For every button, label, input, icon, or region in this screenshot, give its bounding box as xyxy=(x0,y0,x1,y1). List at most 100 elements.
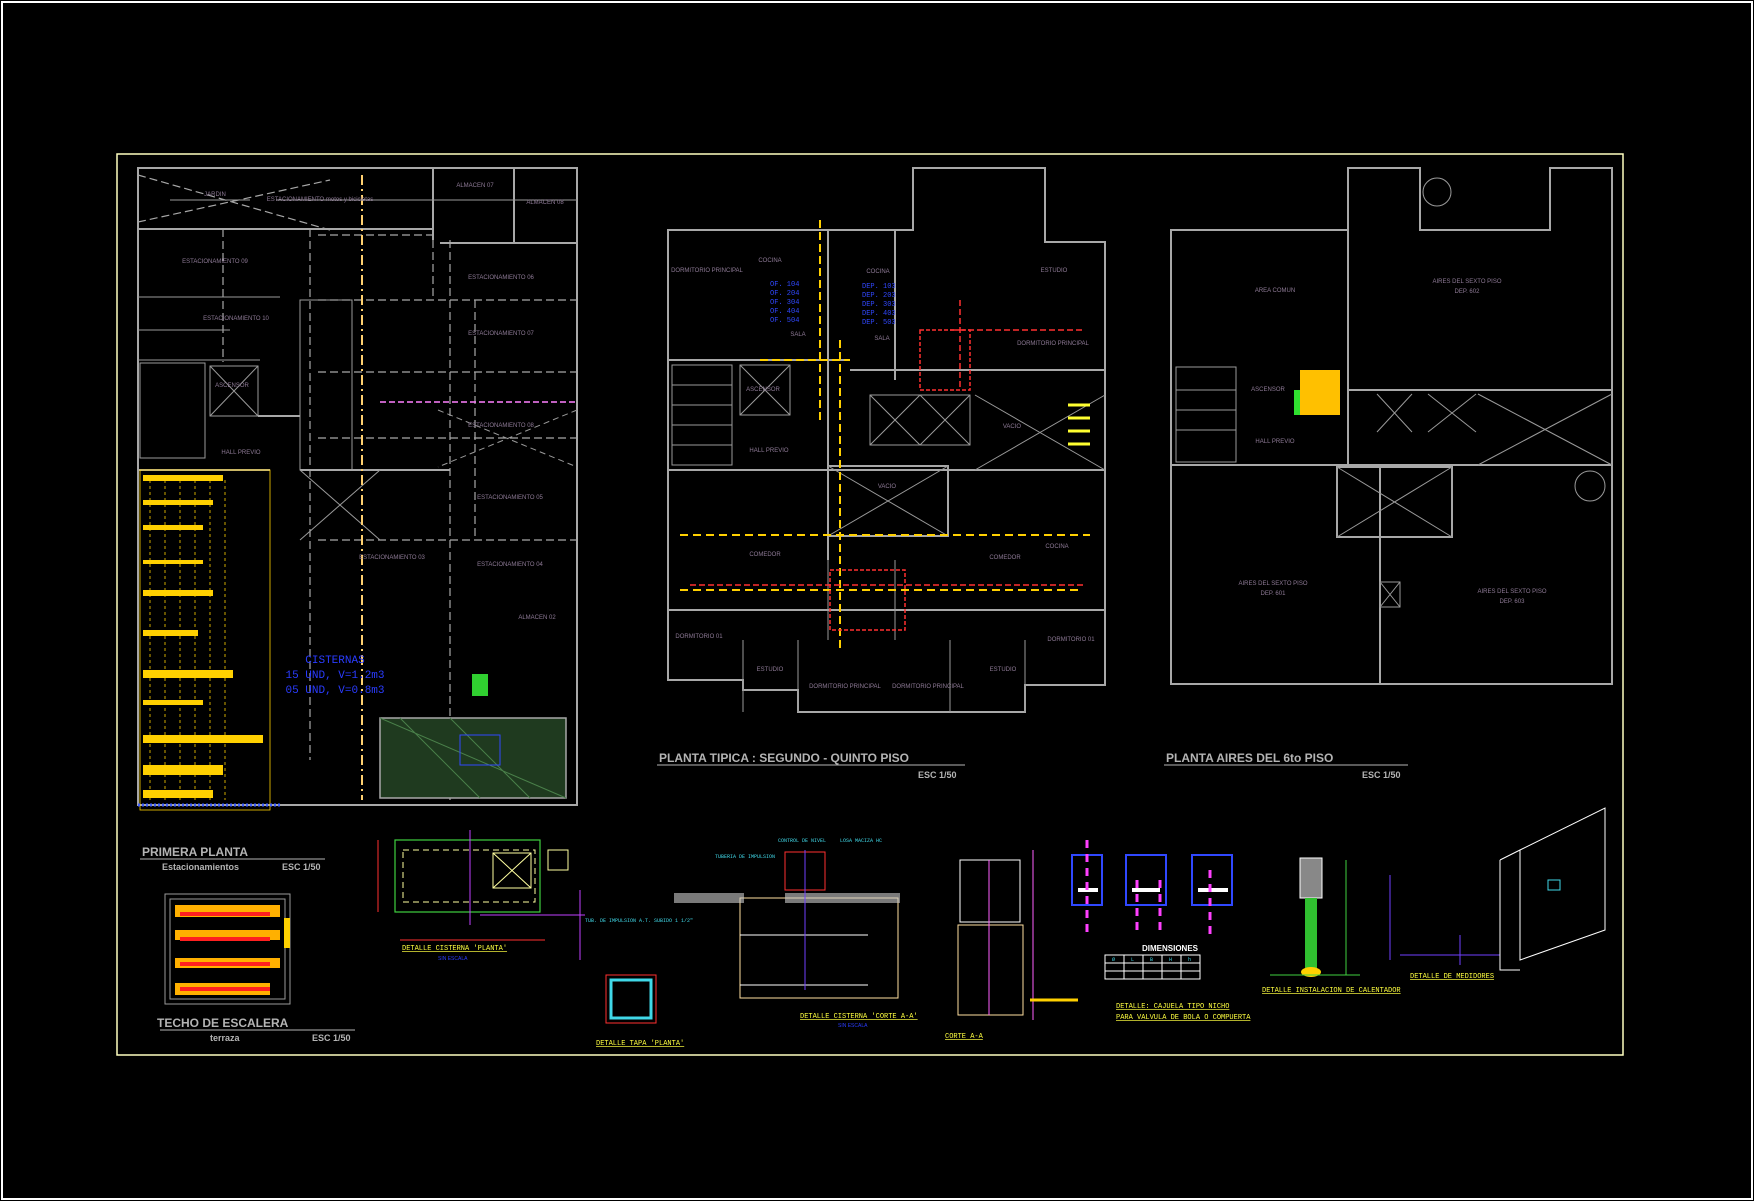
room-label: AIRES DEL SEXTO PISO xyxy=(1238,581,1307,587)
unit-label: OF. 304 xyxy=(770,299,799,307)
detail-title: DETALLE TAPA 'PLANTA' xyxy=(596,1040,684,1048)
scale-note: SIN ESCALA xyxy=(838,1023,868,1029)
room-label: ESTACIONAMIENTO 04 xyxy=(477,562,543,568)
cisternas-label: 15 UND, V=1.2m3 xyxy=(285,670,384,682)
room-label: SALA xyxy=(874,336,889,342)
room-label: DEP. 601 xyxy=(1261,591,1287,597)
dim-header: L xyxy=(1131,957,1134,963)
room-label: DEP. 602 xyxy=(1455,289,1481,295)
room-label: VACIO xyxy=(1003,424,1022,430)
room-label: ESTUDIO xyxy=(990,667,1017,673)
unit-label: DEP. 303 xyxy=(862,301,896,309)
dim-header: H xyxy=(1169,957,1172,963)
plan-techo-escalera: TECHO DE ESCALERA terraza ESC 1/50 xyxy=(157,893,355,1043)
detail-title: PARA VALVULA DE BOLA O COMPUERTA xyxy=(1116,1014,1251,1022)
room-label: COCINA xyxy=(758,258,781,264)
plan-primera-planta-labels: JARDIN ESTACIONAMIENTO motos y bicicleta… xyxy=(140,183,564,872)
sheet-scale: ESC 1/50 xyxy=(312,1033,351,1043)
detail-tapa: DETALLE TAPA 'PLANTA' xyxy=(596,974,684,1048)
unit-label: DEP. 403 xyxy=(862,310,896,318)
detail-cajuela-nicho: DIMENSIONES Ø L B H h DETALLE: CAJUELA T… xyxy=(1071,840,1251,1022)
sheet-subtitle: Estacionamientos xyxy=(162,862,239,872)
detail-title: DETALLE DE MEDIDORES xyxy=(1410,973,1494,981)
plan-planta-tipica-labels: DORMITORIO PRINCIPAL COCINA SALA COCINA … xyxy=(657,258,1095,780)
plan-planta-tipica xyxy=(667,167,1106,713)
room-label: ESTACIONAMIENTO 05 xyxy=(477,495,543,501)
room-label: DORMITORIO 01 xyxy=(1047,637,1095,643)
sheet-frame xyxy=(116,153,1624,1056)
room-label: ALMACEN 02 xyxy=(518,615,556,621)
detail-note: TUB. DE IMPULSION A.T. SUBIDO 1 1/2" xyxy=(585,918,693,924)
room-label: JARDIN xyxy=(204,192,226,198)
plan-primera-planta xyxy=(137,167,578,811)
room-label: ESTACIONAMIENTO 03 xyxy=(359,555,425,561)
sheet-title: TECHO DE ESCALERA xyxy=(157,1016,289,1030)
room-label: ALMACEN 08 xyxy=(526,200,564,206)
room-label: HALL PREVIO xyxy=(1255,439,1294,445)
dimensions-title: DIMENSIONES xyxy=(1142,944,1199,953)
detail-title: DETALLE CISTERNA 'CORTE A-A' xyxy=(800,1013,918,1021)
scale-note: SIN ESCALA xyxy=(438,956,468,962)
detail-note: TUBERIA DE IMPULSION xyxy=(715,854,775,860)
unit-label: DEP. 103 xyxy=(862,283,896,291)
detail-cisterna-planta: DETALLE CISTERNA 'PLANTA' SIN ESCALA TUB… xyxy=(377,830,693,962)
dim-header: h xyxy=(1188,957,1191,963)
plan-planta-aires xyxy=(1170,167,1613,685)
detail-calentador: DETALLE INSTALACION DE CALENTADOR xyxy=(1262,857,1401,995)
sheet-title: PLANTA TIPICA : SEGUNDO - QUINTO PISO xyxy=(659,751,909,765)
room-label: DORMITORIO PRINCIPAL xyxy=(892,684,964,690)
unit-label: OF. 204 xyxy=(770,290,799,298)
room-label: ASCENSOR xyxy=(1251,387,1285,393)
sheet-title: PLANTA AIRES DEL 6to PISO xyxy=(1166,751,1333,765)
dim-header: B xyxy=(1150,957,1153,963)
dim-header: Ø xyxy=(1112,956,1115,963)
room-label: COMEDOR xyxy=(749,552,781,558)
unit-label: DEP. 503 xyxy=(862,319,896,327)
room-label: COCINA xyxy=(1045,544,1068,550)
unit-label: OF. 104 xyxy=(770,281,799,289)
sheet-scale: ESC 1/50 xyxy=(1362,770,1401,780)
sheet-scale: ESC 1/50 xyxy=(918,770,957,780)
room-label: ESTACIONAMIENTO 06 xyxy=(468,275,534,281)
detail-title: DETALLE INSTALACION DE CALENTADOR xyxy=(1262,987,1401,995)
detail-title: DETALLE CISTERNA 'PLANTA' xyxy=(402,945,507,953)
room-label: ESTACIONAMIENTO motos y bicicletas xyxy=(267,197,373,203)
room-label: HALL PREVIO xyxy=(749,448,788,454)
room-label: AREA COMUN xyxy=(1255,288,1295,294)
room-label: ASCENSOR xyxy=(215,383,249,389)
detail-title: CORTE A-A xyxy=(945,1033,984,1041)
room-label: DORMITORIO PRINCIPAL xyxy=(1017,341,1089,347)
room-label: COMEDOR xyxy=(989,555,1021,561)
detail-tanque-corte: CORTE A-A xyxy=(945,850,1078,1041)
detail-cisterna-corte: CONTROL DE NIVEL LOSA MACIZA HC TUBERIA … xyxy=(674,838,918,1029)
room-label: SALA xyxy=(790,332,805,338)
detail-medidores: DETALLE DE MEDIDORES xyxy=(1389,807,1606,981)
room-label: ALMACEN 07 xyxy=(456,183,494,189)
plan-planta-aires-labels: AREA COMUN AIRES DEL SEXTO PISO DEP. 602… xyxy=(1164,279,1547,780)
room-label: AIRES DEL SEXTO PISO xyxy=(1432,279,1501,285)
cisternas-label: 05 UND, V=0.8m3 xyxy=(285,685,384,697)
detail-title: DETALLE: CAJUELA TIPO NICHO xyxy=(1116,1003,1229,1011)
room-label: ESTUDIO xyxy=(1041,268,1068,274)
room-label: HALL PREVIO xyxy=(221,450,260,456)
room-label: ESTACIONAMIENTO 10 xyxy=(203,316,269,322)
room-label: DEP. 603 xyxy=(1500,599,1526,605)
cisternas-label: CISTERNAS xyxy=(305,655,365,667)
detail-note: CONTROL DE NIVEL xyxy=(778,838,826,844)
room-label: DORMITORIO 01 xyxy=(675,634,723,640)
room-label: ESTUDIO xyxy=(757,667,784,673)
room-label: ESTACIONAMIENTO 07 xyxy=(468,331,534,337)
room-label: AIRES DEL SEXTO PISO xyxy=(1477,589,1546,595)
sheet-title: PRIMERA PLANTA xyxy=(142,845,248,859)
detail-note: LOSA MACIZA HC xyxy=(840,838,882,844)
unit-label: OF. 504 xyxy=(770,317,799,325)
room-label: ESTACIONAMIENTO 09 xyxy=(182,259,248,265)
room-label: COCINA xyxy=(866,269,889,275)
room-label: DORMITORIO PRINCIPAL xyxy=(671,268,743,274)
room-label: DORMITORIO PRINCIPAL xyxy=(809,684,881,690)
unit-label: DEP. 203 xyxy=(862,292,896,300)
room-label: VACIO xyxy=(878,484,897,490)
sheet-scale: ESC 1/50 xyxy=(282,862,321,872)
